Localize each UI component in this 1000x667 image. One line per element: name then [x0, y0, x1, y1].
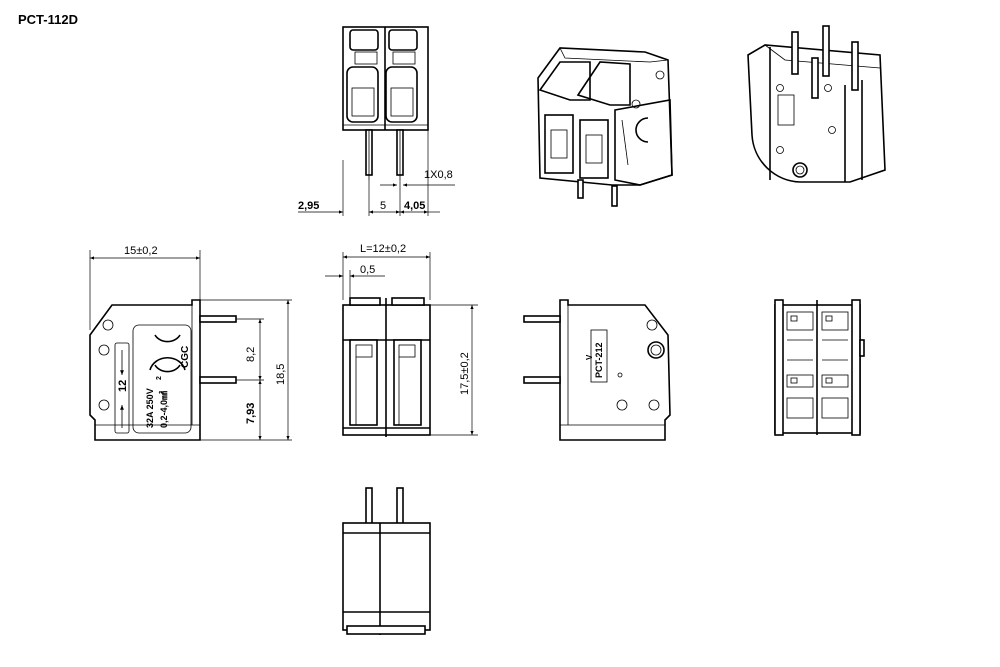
top-view-dimensions: 2,95 5 4,05 1X0,8 — [298, 130, 455, 216]
dim-8-2: 8,2 — [245, 347, 257, 362]
rear-view — [342, 487, 431, 635]
dim-2-95: 2,95 — [298, 200, 319, 212]
side-wire-text: 0,2-4,0㎟ — [158, 391, 169, 428]
back-side-view: PCT-212 V — [523, 299, 671, 441]
top-view — [342, 26, 429, 180]
drawing-title: PCT-112D — [18, 12, 78, 27]
dim-1x0-8: 1X0,8 — [424, 169, 453, 181]
side-wire-exp: 2 — [156, 376, 163, 380]
dim-18-5: 18,5 — [275, 364, 287, 385]
dim-17-5: 17,5±0,2 — [459, 352, 471, 395]
dim-15: 15±0,2 — [124, 245, 158, 257]
dim-7-93: 7,93 — [245, 403, 257, 424]
dim-5: 5 — [380, 200, 386, 212]
side-view: 12 32A 250V 0,2-4,0㎟ 2 CGC — [89, 299, 237, 441]
dim-4-05: 4,05 — [404, 200, 425, 212]
back-v-text: V — [585, 354, 594, 360]
dim-0-5: 0,5 — [360, 264, 375, 276]
front-view-dimensions: L=12±0,2 0,5 17,5±0,2 — [325, 243, 478, 436]
isometric-view-back — [747, 25, 886, 183]
side-view-dimensions: 15±0,2 8,2 7,93 18,5 — [89, 245, 292, 441]
front-view — [342, 297, 431, 437]
back-model-text: PCT-212 — [594, 342, 604, 378]
side-pitch-label: 12 — [117, 380, 129, 392]
side-rating-text: 32A 250V — [145, 388, 155, 428]
isometric-view-front — [537, 47, 673, 207]
bottom-view — [774, 299, 865, 436]
side-brand-text: CGC — [180, 346, 191, 368]
dim-l12: L=12±0,2 — [360, 243, 406, 255]
